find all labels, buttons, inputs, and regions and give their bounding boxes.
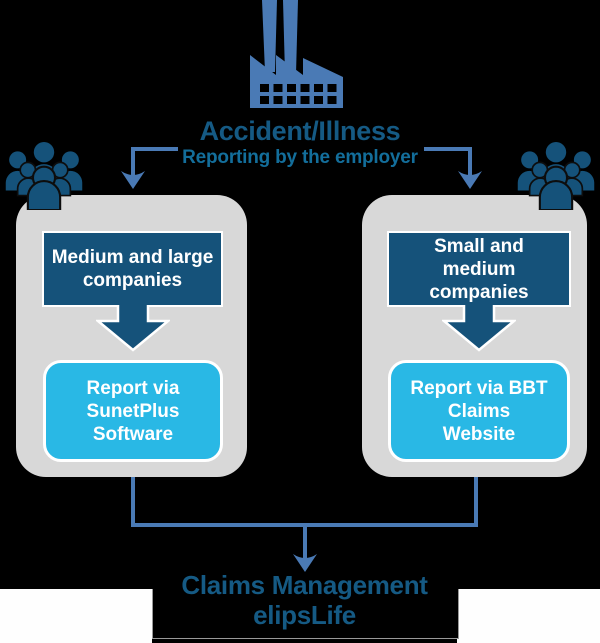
right-category-box: Small and medium companies: [387, 231, 571, 307]
left-action-box: Report via SunetPlus Software: [43, 360, 223, 462]
factory-icon: [250, 0, 343, 108]
left-branch-card: Medium and large companies Report via Su…: [16, 195, 247, 477]
category-line: medium: [442, 258, 516, 280]
arrowhead-left: [121, 171, 145, 189]
category-line: Small and: [434, 235, 524, 257]
bottom-strip-left: [0, 589, 152, 643]
people-group-icon: [517, 142, 595, 210]
bottom-strip-right: [457, 589, 600, 643]
category-line: companies: [82, 270, 183, 291]
people-group-icon: [5, 142, 83, 210]
footer-line1: Claims Management: [181, 570, 428, 600]
diagram-title: Accident/Illness: [199, 116, 401, 146]
category-line: companies: [429, 281, 529, 303]
diagram-subtitle: Reporting by the employer: [182, 147, 418, 168]
category-line: Medium and large: [51, 247, 214, 268]
arrowhead-right: [458, 171, 482, 189]
action-line: SunetPlus: [86, 400, 180, 422]
right-branch-card: Small and medium companies Report via BB…: [362, 195, 587, 477]
action-line: Software: [92, 423, 174, 445]
footer-title: Claims Management elipsLife: [152, 570, 457, 630]
down-arrow-icon: [96, 305, 170, 352]
action-line: Claims: [447, 400, 511, 422]
action-line: Website: [442, 423, 516, 445]
footer-line2: elipsLife: [253, 600, 356, 630]
right-action-box: Report via BBT Claims Website: [388, 360, 570, 462]
action-line: Report via BBT: [410, 377, 548, 399]
left-category-box: Medium and large companies: [42, 231, 223, 307]
footer-panel: [152, 589, 459, 639]
action-line: Report via: [86, 377, 180, 399]
down-arrow-icon: [442, 305, 516, 352]
